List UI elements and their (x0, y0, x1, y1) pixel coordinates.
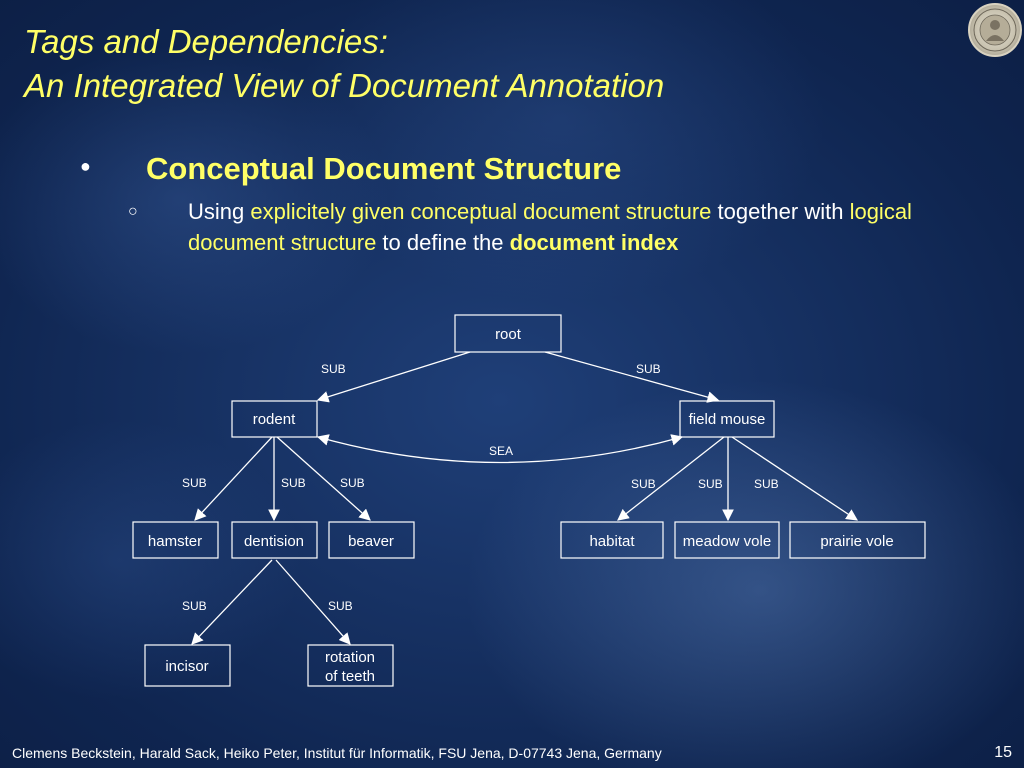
sub-bullet-text: Using explicitely given conceptual docum… (188, 196, 978, 258)
node-dentision: dentision (231, 521, 318, 559)
edge-field-mouse-prairie-vole (731, 436, 858, 521)
bullet-dot-icon: ● (80, 156, 91, 176)
sub-text-3: to define the (376, 230, 510, 255)
seal-graphic (973, 8, 1017, 52)
node-rodent-label: rodent (253, 411, 296, 428)
node-rodent: rodent (231, 400, 318, 438)
slide-title-line-2: An Integrated View of Document Annotatio… (24, 67, 665, 104)
university-seal-icon (968, 3, 1022, 57)
node-beaver-label: beaver (348, 533, 394, 550)
edge-dentision-incisor (191, 559, 273, 645)
slide-title: Tags and Dependencies: An Integrated Vie… (24, 20, 664, 108)
edge-root-rodent (316, 351, 471, 403)
node-beaver: beaver (328, 521, 415, 559)
node-hamster: hamster (132, 521, 219, 559)
node-field-mouse-label: field mouse (689, 411, 766, 428)
node-prairie-vole: prairie vole (789, 521, 926, 559)
edge-root-field-mouse (544, 351, 720, 403)
edge-field-mouse-habitat (617, 436, 725, 521)
node-meadow-vole-label: meadow vole (683, 533, 771, 550)
edge-rodent-beaver (276, 436, 371, 521)
edge-label-sub: SUB (182, 476, 207, 490)
node-rotation-label-line-2: of teeth (325, 668, 375, 685)
bullet-heading: Conceptual Document Structure (146, 151, 622, 186)
page-number: 15 (994, 744, 1012, 761)
edge-label-sub: SUB (328, 599, 353, 613)
node-dentision-label: dentision (244, 533, 304, 550)
edge-label-sub: SUB (340, 476, 365, 490)
footer-credits: Clemens Beckstein, Harald Sack, Heiko Pe… (12, 745, 662, 761)
edge-label-sub: SUB (698, 477, 723, 491)
node-hamster-label: hamster (148, 533, 202, 550)
sub-highlight-1: explicitely given conceptual document st… (250, 199, 712, 224)
node-incisor-label: incisor (165, 658, 208, 675)
edge-rodent-hamster (194, 436, 273, 521)
edge-label-sub: SUB (281, 476, 306, 490)
sub-bullet-circle-icon: ○ (128, 203, 138, 220)
edge-label-sub: SUB (631, 477, 656, 491)
sub-highlight-2: logical document structure (188, 199, 912, 255)
slide-title-line-1: Tags and Dependencies: (24, 23, 388, 60)
node-field-mouse: field mouse (679, 400, 775, 438)
node-root: root (454, 314, 562, 353)
node-habitat-label: habitat (589, 533, 635, 550)
node-rotation-label-line-1: rotation (325, 649, 375, 666)
node-prairie-vole-label: prairie vole (820, 533, 893, 550)
node-root-label: root (495, 326, 522, 343)
sub-text-1: Using (188, 199, 251, 224)
edge-label-sea: SEA (489, 444, 513, 458)
node-rotation-of-teeth: rotation of teeth (307, 644, 394, 687)
edge-dentision-rotation (275, 559, 351, 645)
edge-label-sub: SUB (321, 362, 346, 376)
edge-label-sub: SUB (636, 362, 661, 376)
node-meadow-vole: meadow vole (674, 521, 780, 559)
edge-sea-rodent-field-mouse (316, 434, 684, 464)
sub-text-2: together with (711, 199, 850, 224)
edge-label-sub: SUB (182, 599, 207, 613)
edge-label-sub: SUB (754, 477, 779, 491)
node-incisor: incisor (144, 644, 231, 687)
node-habitat: habitat (560, 521, 664, 559)
sub-highlight-3: document index (509, 230, 679, 255)
